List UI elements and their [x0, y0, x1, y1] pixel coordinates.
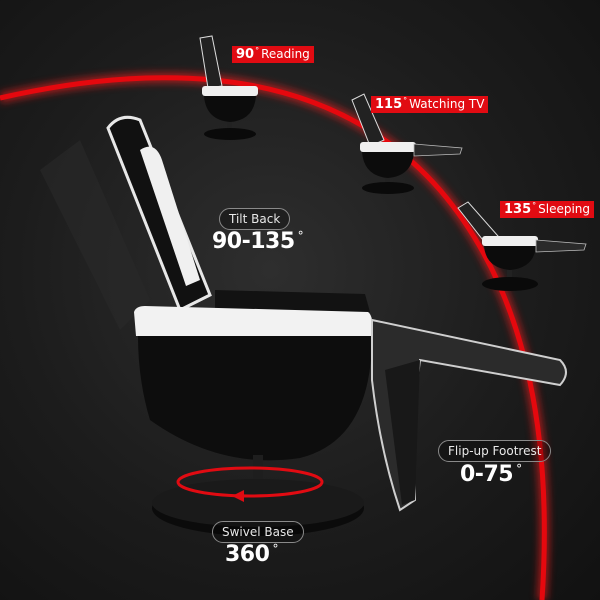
chair-watching-tv-thumbnail [351, 93, 463, 194]
position-label: Watching TV [409, 97, 485, 111]
degree-symbol: ° [255, 46, 260, 55]
position-label: Sleeping [538, 202, 591, 216]
tilt-back-value: 90-135° [212, 229, 304, 254]
position-tag-reading: 90°Reading [232, 46, 314, 63]
swivel-base-value: 360° [225, 542, 278, 567]
swivel-range: 360 [225, 542, 270, 567]
swivel-rotation-arrow-icon [176, 466, 324, 502]
swivel-base-label: Swivel Base [212, 521, 304, 543]
red-arc [0, 72, 550, 600]
position-angle: 115 [375, 97, 403, 112]
position-tag-watching-tv: 115°Watching TV [371, 96, 489, 113]
tilt-back-label: Tilt Back [219, 208, 291, 230]
degree-symbol: ° [272, 542, 278, 556]
position-tag-sleeping: 135°Sleeping [500, 201, 595, 218]
degree-symbol: ° [532, 201, 537, 210]
tilt-range: 90-135 [212, 229, 295, 254]
chair-reading-thumbnail [199, 35, 258, 140]
chair-sleeping-thumbnail [457, 201, 587, 291]
position-angle: 90 [236, 47, 255, 62]
position-angle: 135 [504, 202, 532, 217]
footrest-value: 0-75° [460, 462, 522, 487]
footrest-range: 0-75 [460, 462, 514, 487]
degree-symbol: ° [403, 96, 408, 105]
position-label: Reading [261, 47, 310, 61]
main-chair [40, 115, 567, 536]
degree-symbol: ° [516, 462, 522, 476]
degree-symbol: ° [297, 229, 304, 243]
footrest-label: Flip-up Footrest [438, 440, 552, 462]
